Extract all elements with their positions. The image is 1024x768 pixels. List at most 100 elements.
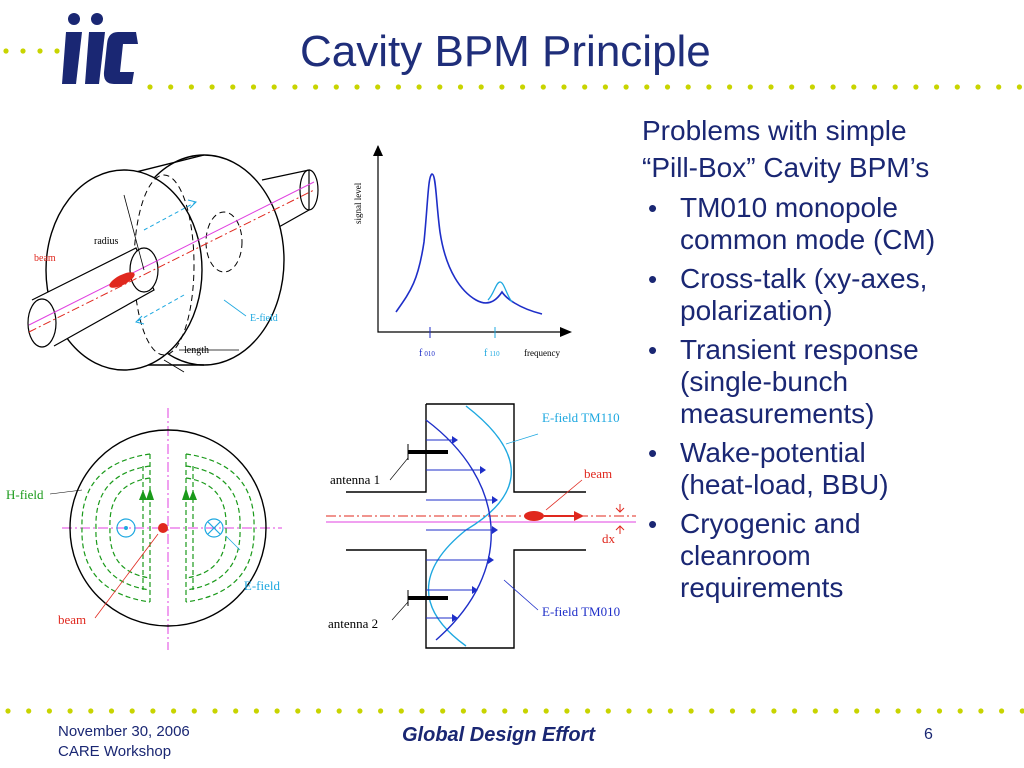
decorative-dot [978,708,984,714]
decorative-dot [499,84,505,90]
decorative-dot [354,84,360,90]
decorative-dot [936,708,943,714]
decorative-dot [999,708,1005,714]
footer-info: November 30, 2006 CARE Workshop [58,722,190,762]
decorative-dot [460,708,466,714]
decorative-dot [212,708,218,714]
tm010-label: E-field TM010 [542,604,620,619]
decorative-dot [854,708,860,714]
decorative-dot [561,84,567,90]
decorative-dot [688,708,694,714]
decorative-dot [168,84,174,90]
decorative-dot [750,708,756,714]
decorative-dot [395,84,401,90]
decorative-dot [771,708,777,714]
decorative-dot [336,708,342,714]
decorative-dot [315,708,322,714]
decorative-dot [171,708,177,714]
decorative-dot [957,708,963,714]
decorative-dot [727,84,733,90]
footer-title: Global Design Effort [402,724,595,746]
tm110-label: E-field TM110 [542,410,620,425]
antenna1-label: antenna 1 [330,472,380,487]
decorative-dot [626,708,632,714]
decorative-dot [188,84,194,90]
decorative-dot [67,708,73,714]
decorative-dot [333,84,339,90]
decorative-dot [313,84,319,90]
decorative-dot-row [5,708,1024,714]
footer-date: November 30, 2006 [58,723,190,740]
decorative-dot [416,84,422,90]
decorative-dot [5,708,11,714]
modes-beam-label: beam [584,466,612,481]
page-number: 6 [924,726,933,743]
bullet-icon: • [648,264,658,294]
decorative-dot [768,84,774,90]
footer-event: CARE Workshop [58,743,172,760]
decorative-dot [88,708,94,714]
decorative-dot [419,708,425,714]
decorative-dot [230,84,236,90]
decorative-dot [108,708,115,714]
decorative-dot [605,708,611,714]
decorative-dot [644,84,650,90]
cross-beam-label: beam [58,612,86,627]
decorative-dot [934,84,940,90]
cavity-length-label: length [184,345,209,356]
decorative-dot [274,708,280,714]
decorative-dot [789,84,795,90]
decorative-dot [582,84,588,90]
decorative-dot [46,708,53,714]
decorative-dot [233,708,239,714]
decorative-dot [892,84,898,90]
problems-intro-line: Problems with simple [642,115,907,146]
decorative-dot [543,708,549,714]
bullet-icon: • [648,438,658,468]
decorative-dot [685,84,691,90]
list-item: •Wake-potential(heat-load, BBU) [648,437,889,500]
modes-diagram: E-field TM110 beam dx antenna 1 antenna … [326,403,636,649]
cavity-efield-label: E-field [250,313,278,324]
decorative-dot [357,708,363,714]
problems-list: Problems with simple “Pill-Box” Cavity B… [640,112,1012,611]
cross-efield-label: E-field [244,578,281,593]
decorative-dot [564,708,570,714]
decorative-dot [522,708,529,714]
bullet-icon: • [648,509,658,539]
decorative-dot [895,708,901,714]
decorative-dot [457,84,464,90]
decorative-dot [809,84,816,90]
decorative-dot [540,84,546,90]
decorative-dot [792,708,798,714]
decorative-dot [150,708,156,714]
decorative-dot-row [147,84,1023,90]
decorative-dot [602,84,609,90]
decorative-dot [253,708,259,714]
decorative-dot [295,708,301,714]
decorative-dot [874,708,881,714]
problems-intro-line: “Pill-Box” Cavity BPM’s [642,152,930,183]
decorative-dot [954,84,960,90]
decorative-dot [647,708,653,714]
decorative-dot [830,84,836,90]
decorative-dot [833,708,839,714]
problems-intro: Problems with simple “Pill-Box” Cavity B… [642,112,1012,186]
decorative-dot [502,708,508,714]
bullet-icon: • [648,193,658,223]
decorative-dot [729,708,736,714]
spectrum-xlabel: frequency [524,348,560,358]
decorative-dot [37,48,43,54]
dx-label: dx [602,531,616,546]
decorative-dot [481,708,487,714]
decorative-dot [26,708,32,714]
decorative-dot [851,84,857,90]
decorative-dot [3,48,9,54]
decorative-dot [271,84,277,90]
decorative-dot [54,48,60,54]
decorative-dot [1019,708,1024,714]
decorative-dot [747,84,753,90]
decorative-dot [378,708,384,714]
